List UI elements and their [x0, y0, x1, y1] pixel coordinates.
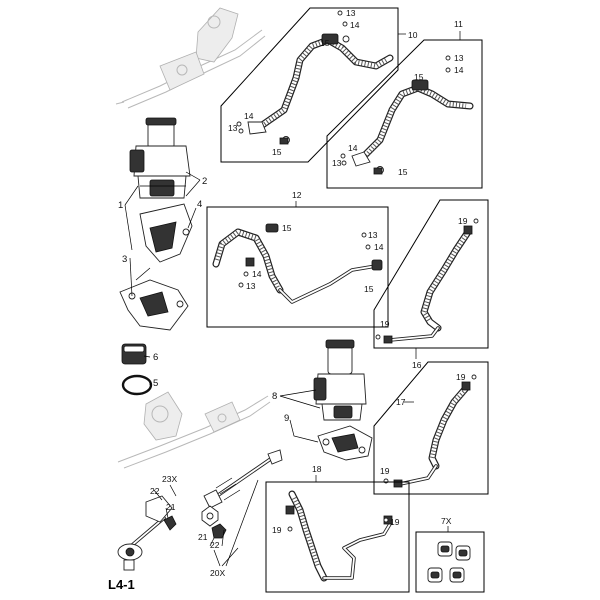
panel-16: 16 19 19 — [373, 199, 489, 370]
callout-15-p10-top: 15 — [320, 38, 330, 48]
callout-15-p12-right: 15 — [364, 284, 374, 294]
steering-rack-context-bottom — [117, 391, 271, 469]
panel-17: 17 19 19 — [373, 361, 489, 495]
callout-6: 6 — [153, 352, 158, 363]
callout-14-p11-bottom: 14 — [348, 143, 358, 153]
callout-13-p10-bottom: 13 — [228, 123, 238, 133]
bushing-2 — [455, 545, 471, 561]
outer-tie-rod-end — [117, 495, 177, 571]
callout-14-p10-top: 14 — [350, 20, 360, 30]
callout-2: 2 — [202, 176, 207, 187]
callout-15-p12-top: 15 — [282, 223, 292, 233]
callout-13-p12-right: 13 — [368, 230, 378, 240]
callout-20x: 20X — [210, 568, 225, 578]
callout-19-p17-top: 19 — [456, 372, 466, 382]
callout-13-p11-top: 13 — [454, 53, 464, 63]
inner-tie-rod — [203, 449, 283, 509]
pump-bracket-alt — [317, 425, 373, 461]
callout-19-p18-left: 19 — [272, 525, 282, 535]
callout-10: 10 — [408, 30, 418, 40]
page-code-label: L4-1 — [108, 577, 135, 592]
pump-reservoir-assembly-alt — [313, 339, 367, 421]
callout-14-p12-left: 14 — [252, 269, 262, 279]
callout-1: 1 — [118, 200, 123, 211]
callout-13-p11-bottom: 13 — [332, 158, 342, 168]
steering-rack-context-top — [115, 7, 266, 109]
callout-15-p11-bottom: 15 — [398, 167, 408, 177]
callout-12: 12 — [292, 190, 302, 200]
callout-7x: 7X — [441, 516, 452, 526]
callout-15-p10-bottom: 15 — [272, 147, 282, 157]
callout-3: 3 — [122, 254, 127, 265]
callout-9: 9 — [284, 413, 289, 424]
callout-14-p10-bottom: 14 — [244, 111, 254, 121]
callout-14-p12-right: 14 — [374, 242, 384, 252]
callout-13-p12-left: 13 — [246, 281, 256, 291]
callout-19-p17-bottom: 19 — [380, 466, 390, 476]
callout-18: 18 — [312, 464, 322, 474]
callout-16: 16 — [412, 360, 422, 370]
o-ring-seal — [121, 374, 153, 396]
bushing-1 — [437, 541, 453, 557]
callout-15-p11-top: 15 — [414, 72, 424, 82]
callout-19-p16-bottom: 19 — [380, 319, 390, 329]
pump-reservoir-assembly — [129, 117, 191, 199]
callout-13-p10-top: 13 — [346, 8, 356, 18]
mounting-bracket-lower — [119, 267, 189, 331]
callout-8: 8 — [272, 391, 277, 402]
tie-rod-nuts — [201, 505, 227, 539]
bushing-3 — [427, 567, 443, 583]
panel-7x: 7X — [415, 516, 485, 593]
panel-18: 18 19 19 — [265, 464, 410, 593]
callout-5: 5 — [153, 378, 158, 389]
panel-10: 10 13 14 15 14 13 15 — [220, 7, 418, 163]
callout-21-left: 21 — [166, 502, 176, 512]
callout-23x: 23X — [162, 474, 177, 484]
panel-11: 11 13 14 15 14 13 15 — [326, 19, 483, 189]
callout-17: 17 — [396, 397, 406, 407]
pump-bracket — [139, 203, 193, 263]
bushing-4 — [449, 567, 465, 583]
callout-19-p18-right: 19 — [390, 517, 400, 527]
callout-4: 4 — [197, 199, 202, 210]
callout-19-p16-top: 19 — [458, 216, 468, 226]
callout-11: 11 — [454, 19, 463, 29]
callout-21-right: 21 — [198, 532, 208, 542]
panel-12: 12 15 13 14 14 13 15 — [206, 190, 389, 328]
reservoir-cap — [121, 343, 147, 365]
callout-14-p11-top: 14 — [454, 65, 464, 75]
callout-22-right: 22 — [210, 540, 220, 550]
callout-22-left: 22 — [150, 486, 160, 496]
